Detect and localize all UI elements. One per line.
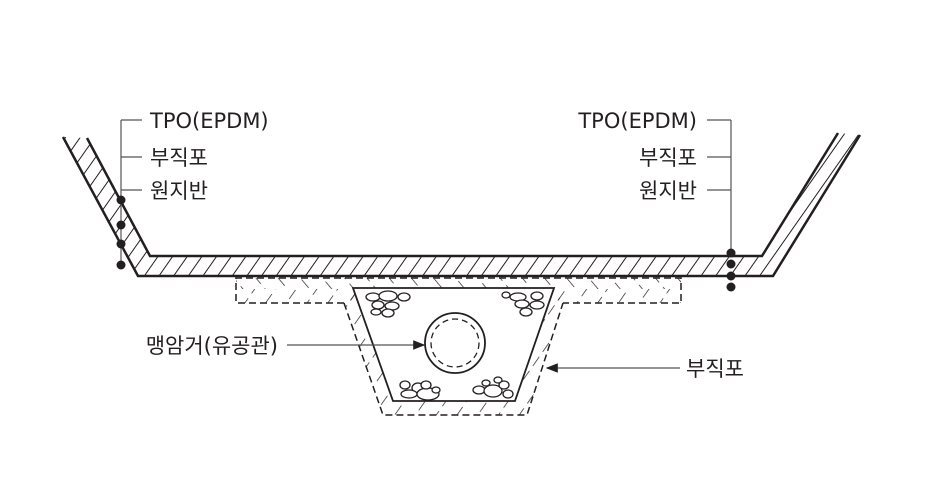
right-layer-callout: TPO(EPDM) 부직포 원지반 [577, 109, 736, 292]
left-label-geotextile: 부직포 [150, 146, 208, 170]
left-layer-callout: TPO(EPDM) 부직포 원지반 [116, 109, 269, 270]
pipe-label: 맹암거(유공관) [146, 334, 278, 358]
fabric-callout: 부직포 [545, 357, 744, 381]
pipe-callout: 맹암거(유공관) [146, 334, 426, 358]
left-label-tpo: TPO(EPDM) [149, 109, 269, 133]
left-label-subgrade: 원지반 [150, 179, 208, 203]
right-label-subgrade: 원지반 [639, 179, 697, 203]
perforated-pipe [424, 312, 486, 374]
fabric-label: 부직포 [686, 357, 744, 381]
right-label-tpo: TPO(EPDM) [577, 109, 697, 133]
right-label-geotextile: 부직포 [639, 146, 697, 170]
gravel-icon [365, 290, 545, 401]
